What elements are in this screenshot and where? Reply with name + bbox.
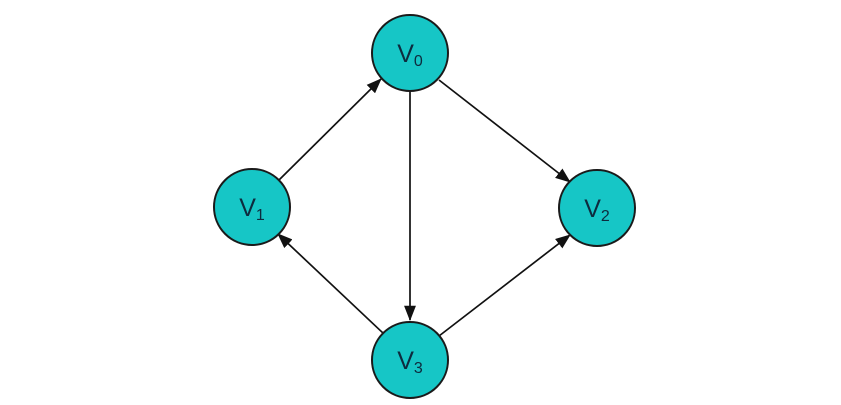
graph-node-v2[interactable]: V2: [558, 169, 636, 247]
node-label-v1: V1: [239, 194, 265, 224]
node-label-v0: V0: [397, 40, 423, 70]
graph-node-v3[interactable]: V3: [371, 321, 449, 399]
edges-layer: [277, 78, 571, 337]
node-circle-v0[interactable]: [371, 14, 449, 92]
node-label-v2: V2: [584, 195, 610, 225]
node-label-v3: V3: [397, 347, 423, 377]
node-circle-v3[interactable]: [371, 321, 449, 399]
edge-v3-to-v2: [438, 234, 571, 337]
edge-v3-to-v1: [277, 233, 385, 335]
graph-node-v0[interactable]: V0: [371, 14, 449, 92]
edge-v0-to-v2: [438, 79, 571, 183]
node-circle-v1[interactable]: [213, 168, 291, 246]
node-circle-v2[interactable]: [558, 169, 636, 247]
graph-node-v1[interactable]: V1: [213, 168, 291, 246]
edge-v1-to-v0: [278, 78, 382, 181]
